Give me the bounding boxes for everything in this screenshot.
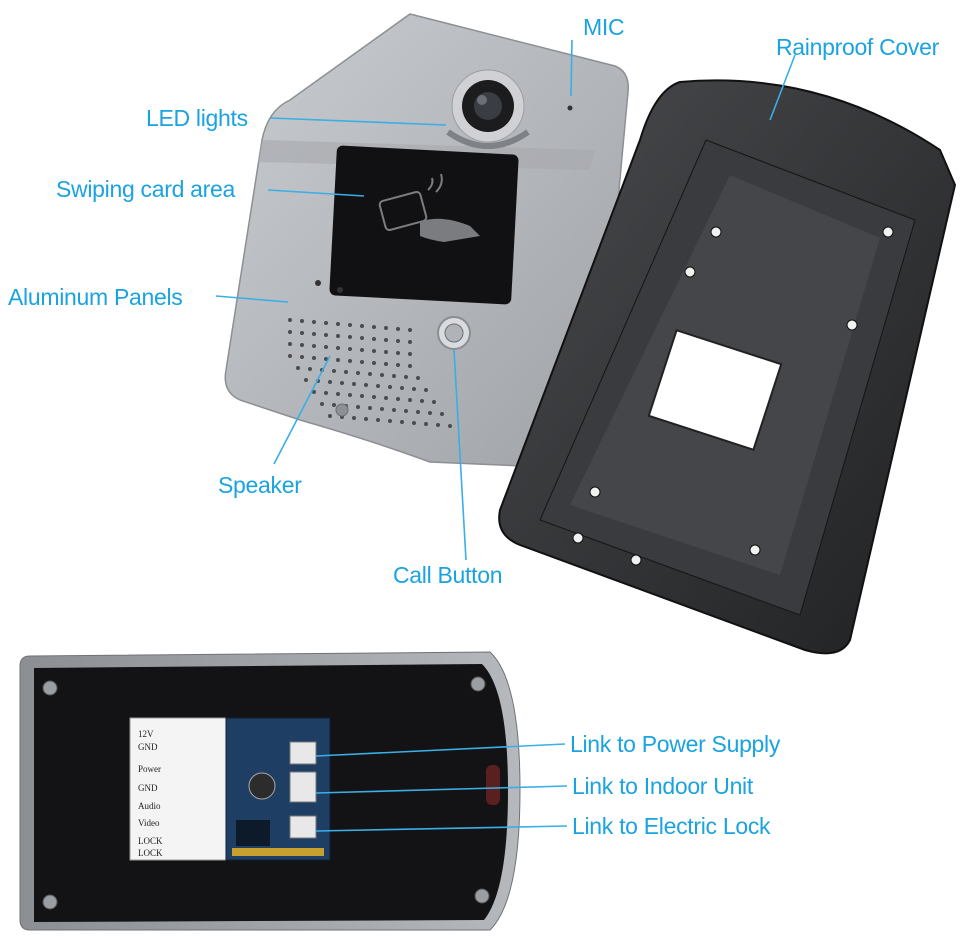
callout-mic: MIC <box>583 14 625 40</box>
callout-speaker: Speaker <box>218 472 302 498</box>
callout-call-button: Call Button <box>393 562 503 588</box>
terminal-label-lock-2: LOCK <box>138 848 163 858</box>
circuit-board <box>225 717 331 861</box>
callout-led-lights: LED lights <box>146 105 248 131</box>
terminal-label-audio: Audio <box>138 801 161 811</box>
terminal-label-lock-1: LOCK <box>138 836 163 846</box>
mic-hole <box>567 105 573 111</box>
terminal-label-12v: 12V <box>138 729 154 739</box>
callout-power-supply: Link to Power Supply <box>570 731 781 757</box>
terminal-label-gnd-1: GND <box>138 742 158 752</box>
card-reader-area <box>329 145 519 305</box>
callout-aluminum-panels: Aluminum Panels <box>8 284 183 310</box>
callout-electric-lock: Link to Electric Lock <box>572 813 771 839</box>
led-ring <box>446 129 530 149</box>
call-button <box>437 316 471 350</box>
terminal-label-sticker <box>129 717 227 861</box>
terminal-label-gnd-2: GND <box>138 783 158 793</box>
callout-rainproof-cover: Rainproof Cover <box>776 34 939 60</box>
speaker-grille <box>288 318 452 428</box>
terminal-label-power: Power <box>138 764 161 774</box>
terminal-label-video: Video <box>138 818 160 828</box>
callout-indoor-unit: Link to Indoor Unit <box>572 773 753 799</box>
rainproof-cover <box>498 79 957 655</box>
callout-lines <box>215 39 796 832</box>
camera-lens <box>451 69 525 143</box>
callout-swiping-card-area: Swiping card area <box>56 176 236 202</box>
